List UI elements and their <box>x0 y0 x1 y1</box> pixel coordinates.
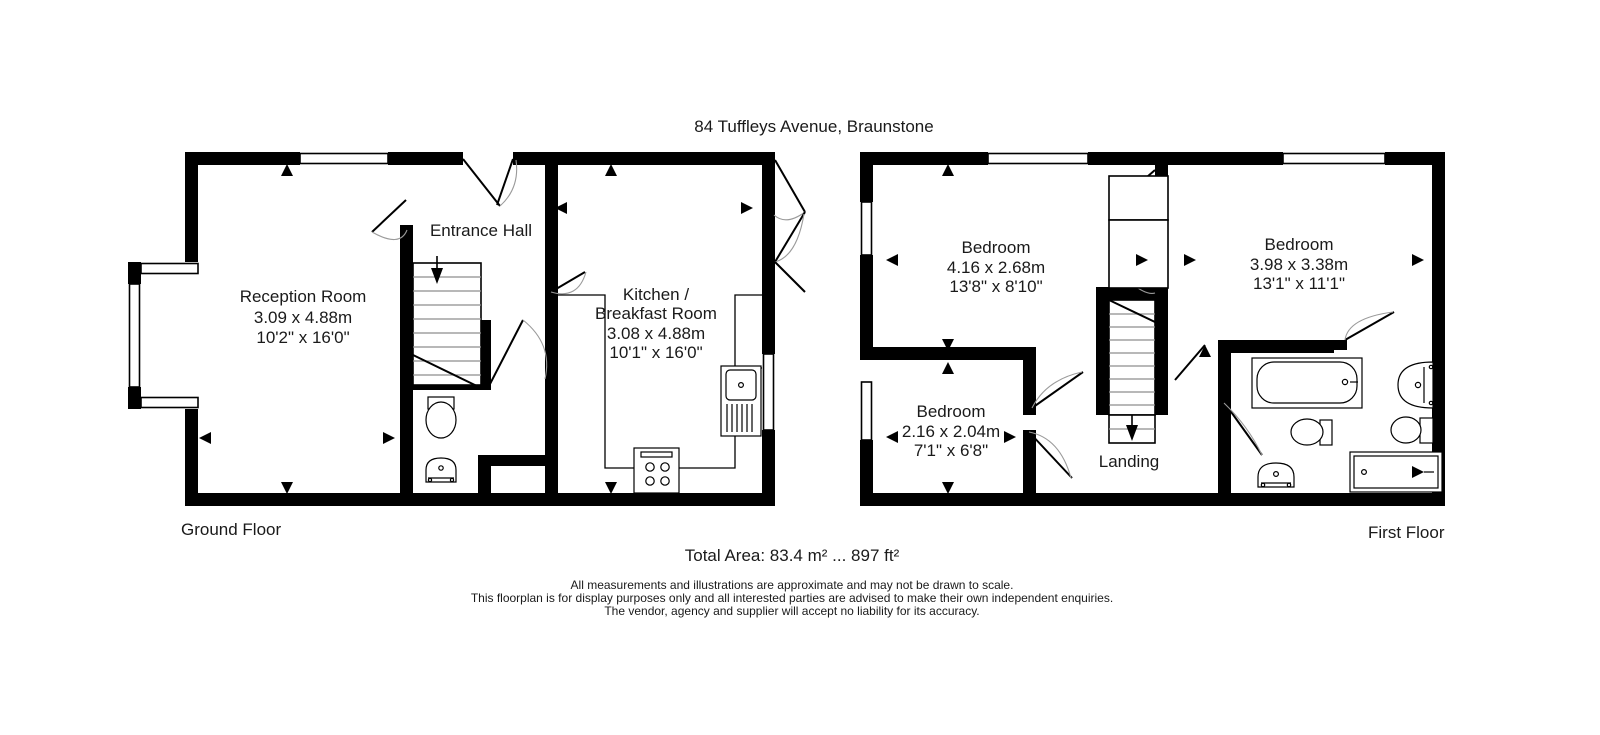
bedroom-2-imperial: 13'1" x 11'1" <box>1253 274 1345 293</box>
disclaimer-line-1: All measurements and illustrations are a… <box>571 578 1014 592</box>
toilet-pan-icon <box>425 401 457 439</box>
ground-floor-doors[interactable] <box>371 159 806 385</box>
bedroom-3-metric: 2.16 x 2.04m <box>902 422 1000 441</box>
entrance-hall-name: Entrance Hall <box>430 221 532 240</box>
bedroom-1-name: Bedroom <box>962 238 1031 257</box>
first-floor-room-labels: Bedroom 4.16 x 2.68m 13'8" x 8'10" Bedro… <box>902 235 1348 471</box>
bedroom-1-metric: 4.16 x 2.68m <box>947 258 1045 277</box>
kitchen-metric: 3.08 x 4.88m <box>607 324 705 343</box>
first-floor-walls <box>860 152 1445 506</box>
first-floor-plan: Bedroom 4.16 x 2.68m 13'8" x 8'10" Bedro… <box>860 152 1445 542</box>
ground-floor-wc-fixtures <box>425 396 457 483</box>
bedroom-2-metric: 3.98 x 3.38m <box>1250 255 1348 274</box>
ground-floor-room-labels: Reception Room 3.09 x 4.88m 10'2" x 16'0… <box>240 221 717 362</box>
bedroom-3-name: Bedroom <box>917 402 986 421</box>
bedroom-3-imperial: 7'1" x 6'8" <box>914 441 988 460</box>
footer: Total Area: 83.4 m² ... 897 ft² All meas… <box>471 546 1113 618</box>
ensuite-fixtures <box>1349 361 1443 493</box>
reception-room-metric: 3.09 x 4.88m <box>254 308 352 327</box>
landing-cupboard <box>1108 175 1169 289</box>
ground-floor-dimension-arrows <box>199 164 753 494</box>
first-floor-doors[interactable] <box>1028 169 1395 479</box>
kitchen-units <box>558 294 762 494</box>
ground-floor-label: Ground Floor <box>181 520 281 539</box>
page-title: 84 Tuffleys Avenue, Braunstone <box>694 117 933 136</box>
reception-room-name: Reception Room <box>240 287 367 306</box>
kitchen-imperial: 10'1" x 16'0" <box>609 343 702 362</box>
ensuite-toilet-pan-icon <box>1390 416 1422 444</box>
first-floor-label: First Floor <box>1368 523 1445 542</box>
total-area-text: Total Area: 83.4 m² ... 897 ft² <box>685 546 900 565</box>
bathroom-fixtures <box>1251 357 1363 488</box>
bedroom-2-name: Bedroom <box>1265 235 1334 254</box>
bedroom-1-imperial: 13'8" x 8'10" <box>949 277 1042 296</box>
disclaimer-line-3: The vendor, agency and supplier will acc… <box>604 604 979 618</box>
first-floor-staircase <box>1108 299 1156 444</box>
reception-room-imperial: 10'2" x 16'0" <box>256 328 349 347</box>
first-floor-windows <box>860 152 1386 441</box>
first-floor-dimension-arrows <box>886 164 1424 494</box>
disclaimer-line-2: This floorplan is for display purposes o… <box>471 591 1113 605</box>
landing-name: Landing <box>1099 452 1160 471</box>
ensuite-toilet-cistern-icon <box>1419 417 1434 444</box>
kitchen-name-line2: Breakfast Room <box>595 304 717 323</box>
ground-floor-staircase <box>412 256 482 389</box>
ground-floor-windows <box>128 152 775 431</box>
entrance-porch-recess <box>462 158 518 207</box>
ground-floor-plan: Reception Room 3.09 x 4.88m 10'2" x 16'0… <box>128 152 806 539</box>
kitchen-name-line1: Kitchen / <box>623 285 689 304</box>
bathroom-toilet-pan-icon <box>1290 418 1324 446</box>
